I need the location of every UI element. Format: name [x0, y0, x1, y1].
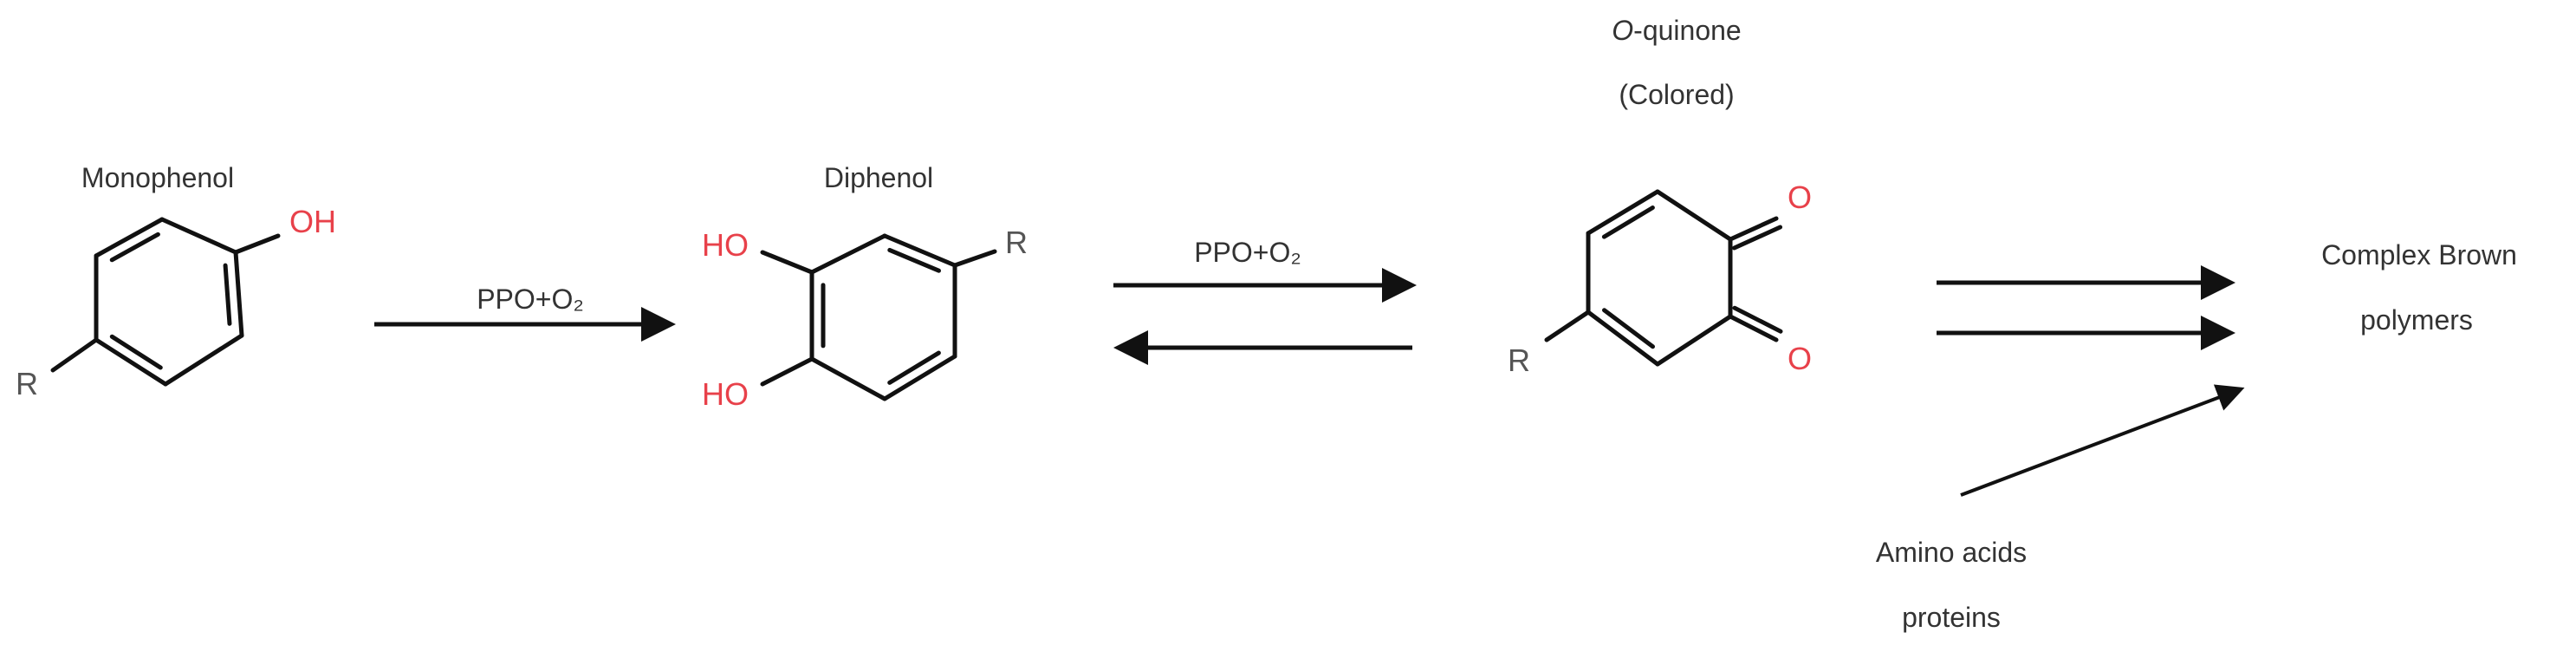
double-bond-line: [1732, 305, 1783, 334]
substituent-bond: [233, 233, 281, 255]
ring-bond: [882, 354, 957, 401]
monophenol-oh: OH: [289, 204, 336, 239]
diphenol-structure: Diphenol HO HO R: [702, 162, 1028, 412]
polymerization-arrows: [1937, 265, 2245, 497]
brown-polymers-line2: polymers: [2360, 304, 2473, 336]
double-bond-line: [887, 350, 941, 385]
ring-bond: [1586, 310, 1660, 367]
brown-polymers-line1: Complex Brown: [2321, 239, 2517, 271]
monophenol-ring: [50, 217, 281, 387]
double-bond-line: [1601, 205, 1655, 239]
monophenol-label: Monophenol: [81, 162, 234, 193]
o-quinone-ring: [1544, 189, 1783, 367]
quinone-o-bottom: O: [1788, 341, 1812, 376]
quinone-r: R: [1508, 342, 1530, 378]
amino-acids-line2: proteins: [1902, 602, 2001, 633]
o-quinone-label: O-quinone: [1612, 15, 1741, 46]
double-bond-line: [887, 247, 941, 273]
arrow-monophenol-to-diphenol: PPO+O₂: [374, 284, 676, 342]
ring-bond: [882, 233, 957, 268]
arrow2-label: PPO+O₂: [1194, 237, 1301, 268]
ring-bond: [94, 217, 165, 258]
substituent-bond: [50, 337, 99, 373]
ring-bond: [159, 217, 238, 255]
monophenol-r: R: [16, 366, 38, 401]
substituent-bond: [1544, 310, 1591, 342]
diphenol-label: Diphenol: [824, 162, 933, 193]
double-bond-line: [1732, 225, 1783, 251]
ring-bond: [233, 250, 244, 338]
equilibrium-arrows: PPO+O₂: [1113, 237, 1417, 365]
double-bond-line: [109, 231, 160, 263]
substituent-bond: [760, 250, 814, 275]
ring-bond: [1655, 189, 1733, 242]
o-quinone-structure: O-quinone (Colored) O O R: [1508, 15, 1812, 378]
amino-acid-arrow: [1960, 384, 2245, 497]
substituent-bond: [760, 356, 814, 387]
ring-bond: [163, 333, 244, 387]
ring-bond: [1586, 189, 1660, 236]
carbonyl-bond: [1728, 216, 1779, 242]
diphenol-oh-top: HO: [702, 227, 749, 263]
amino-acids-line1: Amino acids: [1876, 537, 2027, 568]
double-bond-line: [223, 263, 232, 326]
carbonyl-bond: [1728, 314, 1779, 342]
double-bond-line: [1602, 308, 1656, 349]
ring-bond: [809, 356, 887, 401]
quinone-o-top: O: [1788, 179, 1812, 215]
diphenol-ring: [760, 233, 997, 401]
ring-bond: [809, 233, 887, 275]
monophenol-structure: Monophenol OH R: [16, 162, 336, 401]
double-bond-line: [109, 334, 163, 370]
arrow1-label: PPO+O₂: [477, 284, 584, 315]
ring-bond: [94, 337, 168, 387]
ring-bond: [1655, 314, 1733, 367]
o-quinone-subtitle: (Colored): [1619, 79, 1734, 110]
diphenol-oh-bottom: HO: [702, 376, 749, 412]
substituent-bond: [952, 249, 997, 268]
diphenol-r: R: [1005, 225, 1028, 260]
